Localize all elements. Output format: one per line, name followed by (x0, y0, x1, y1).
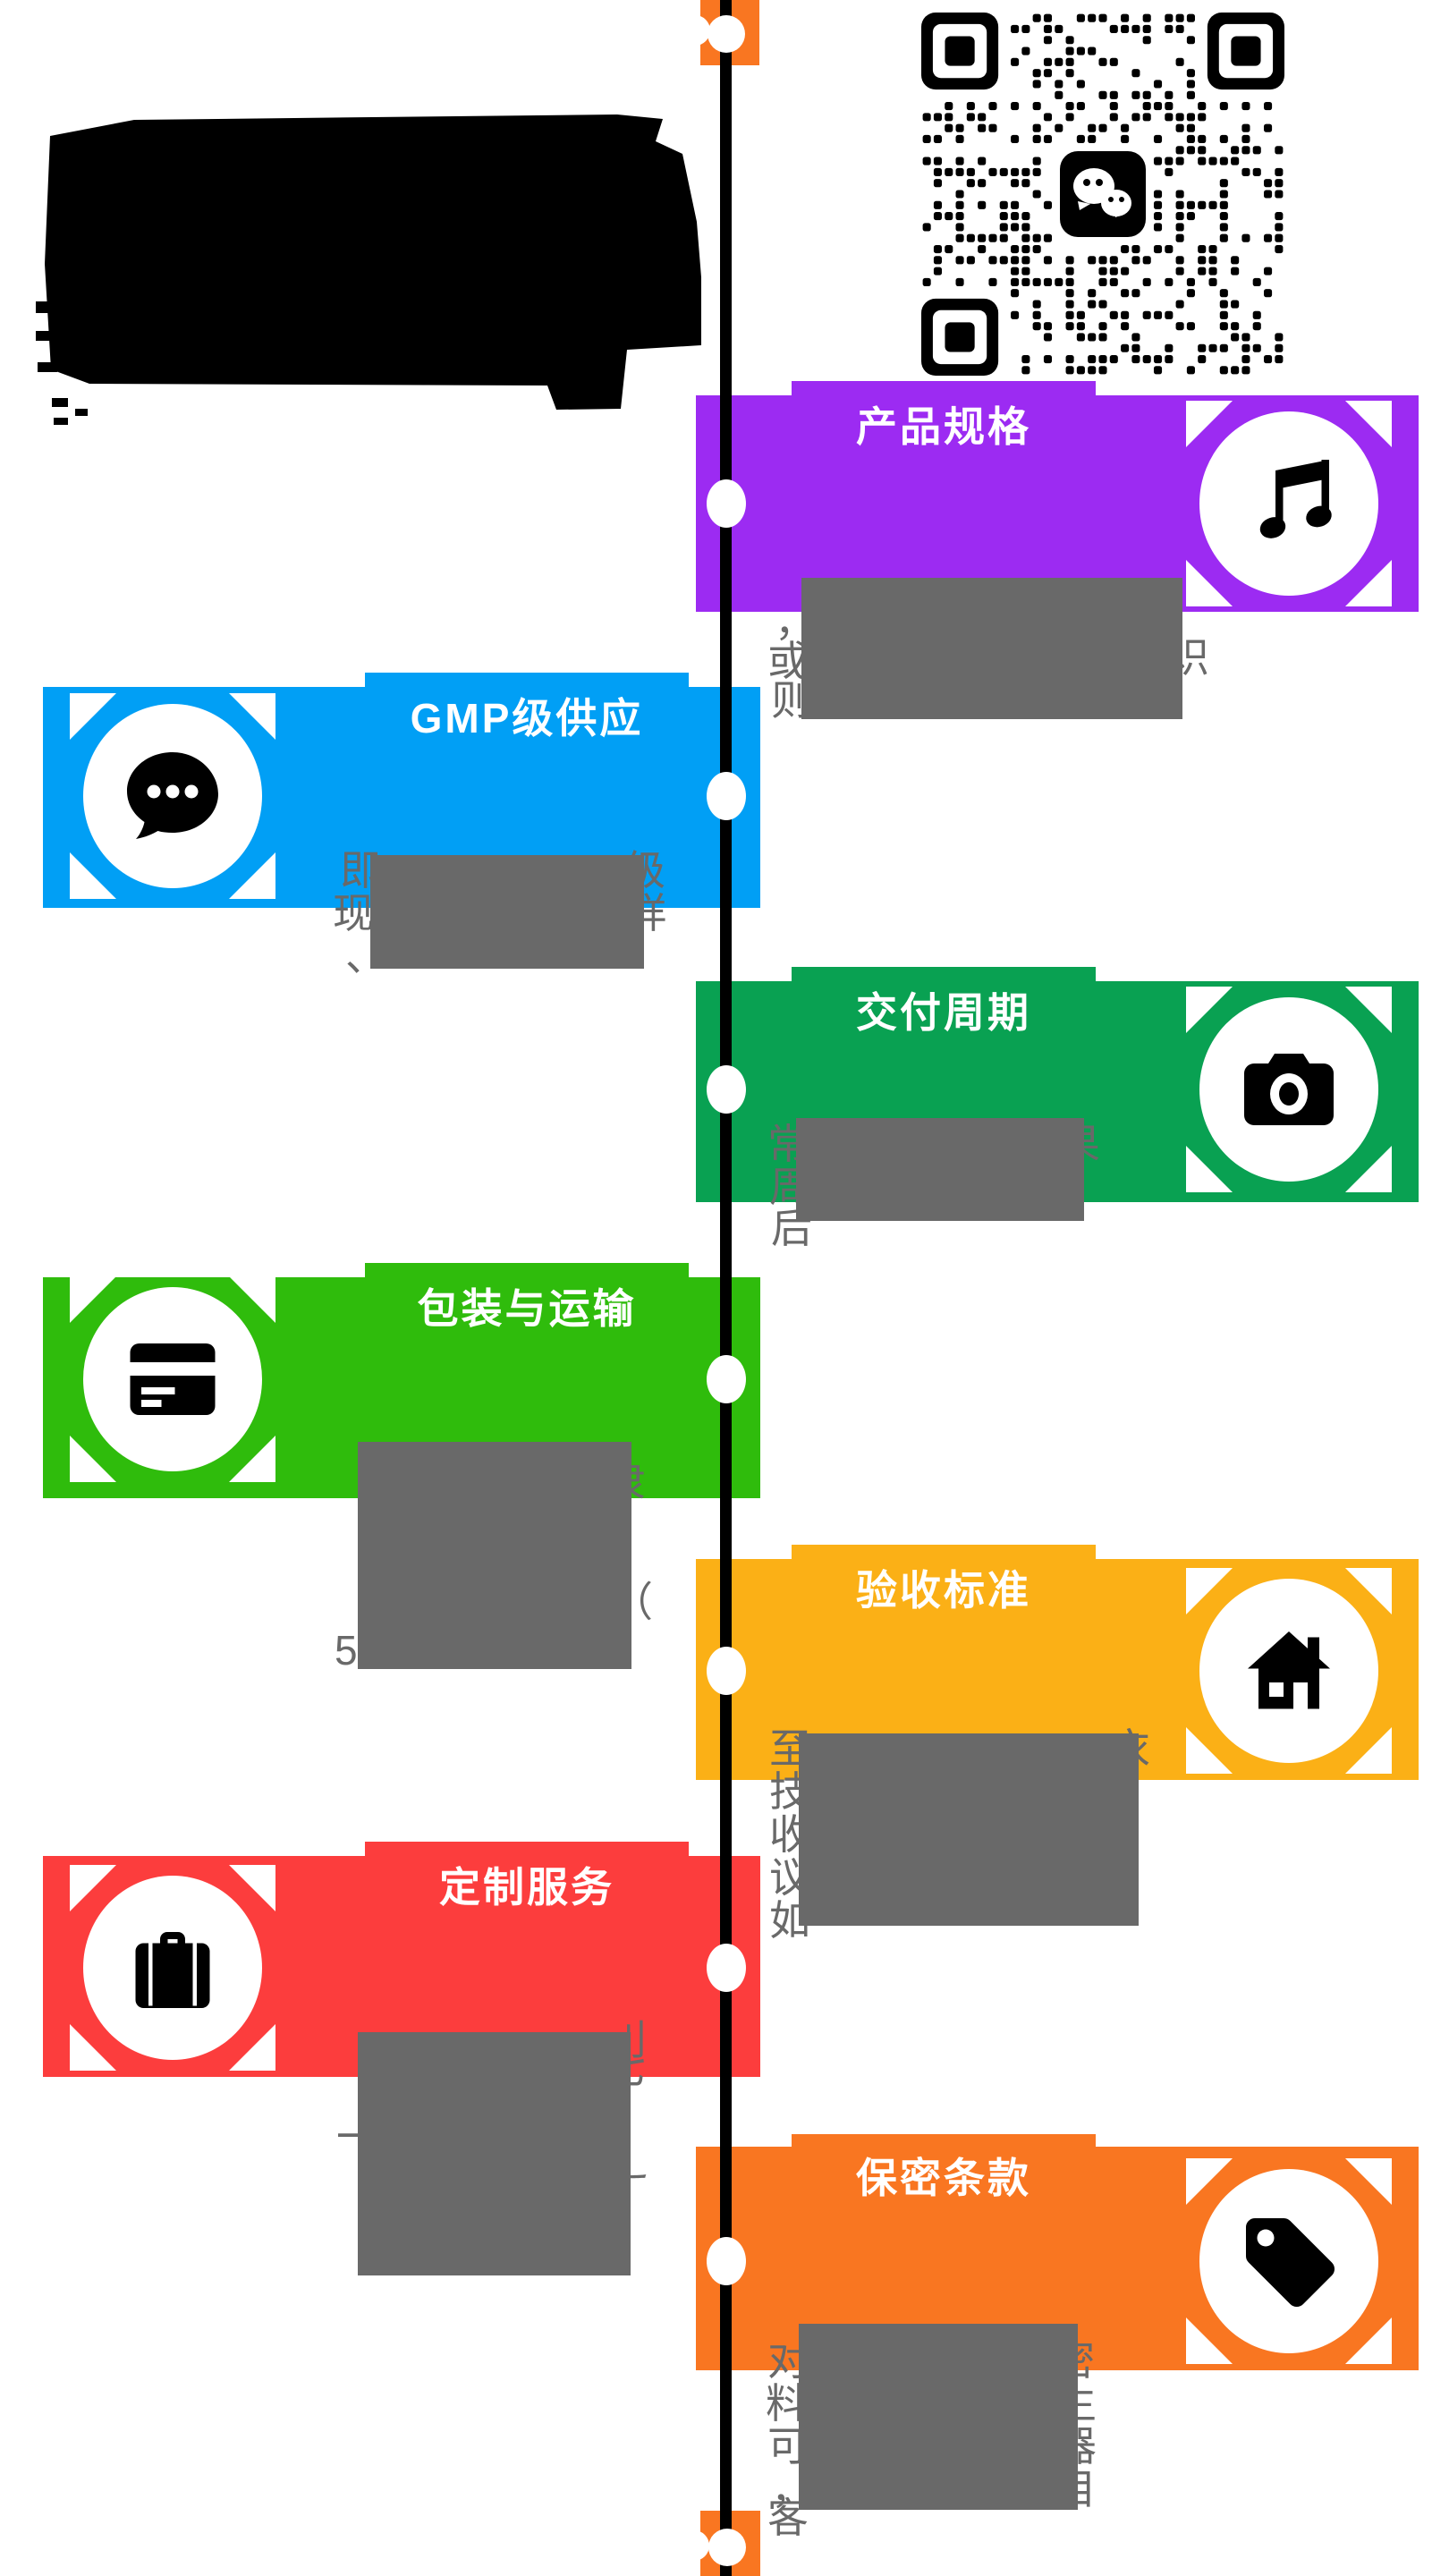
redacted-text-box (799, 2324, 1078, 2510)
briefcase-icon (135, 1932, 210, 2008)
section-title: 包装与运输 (417, 1285, 637, 1332)
endcap-circle-top (708, 15, 745, 53)
timeline-node-custom-service (706, 1944, 746, 1992)
endcap-circle-bottom (708, 2529, 746, 2566)
section-icon-unit (70, 1276, 275, 1482)
redacted-text-box (801, 578, 1182, 719)
redacted-text-box (799, 1733, 1139, 1926)
redacted-text-box (370, 855, 644, 969)
section-title: 保密条款 (856, 2155, 1031, 2201)
section-title: GMP级供应 (410, 695, 644, 741)
section-icon-unit (1186, 987, 1392, 1192)
timeline-node-confidentiality (706, 2237, 746, 2285)
wechat-icon (1060, 151, 1146, 237)
redacted-text-box (358, 1442, 631, 1669)
redacted-header-text (36, 114, 701, 425)
redacted-text-fragment: 现 (333, 890, 374, 936)
timeline-line (720, 0, 732, 2576)
section-title: 定制服务 (439, 1864, 614, 1911)
timeline-node-gmp-supply (706, 772, 746, 820)
endcap-notch-top (680, 15, 710, 46)
credit-card-icon (130, 1343, 216, 1415)
section-icon-unit (1186, 401, 1392, 606)
section-icon-unit (1186, 2158, 1392, 2364)
redacted-text-box (796, 1118, 1084, 1221)
timeline-node-product-specs (706, 479, 746, 528)
endcap-notch-bottom (679, 2530, 709, 2561)
redacted-text-fragment: 5 (335, 1627, 358, 1674)
section-title: 产品规格 (856, 403, 1031, 450)
section-title: 交付周期 (856, 989, 1031, 1036)
camera-icon (1244, 1054, 1334, 1125)
section-icon-unit (70, 693, 275, 899)
section-icon-unit (70, 1865, 275, 2071)
wechat-qr-code (921, 13, 1284, 376)
section-title: 验收标准 (856, 1567, 1031, 1614)
timeline-node-delivery-cycle (706, 1065, 746, 1114)
section-icon-unit (1186, 1568, 1392, 1774)
timeline-node-packaging-transport (706, 1355, 746, 1403)
redacted-text-box (358, 2032, 631, 2275)
timeline-node-acceptance-standards (706, 1647, 746, 1695)
